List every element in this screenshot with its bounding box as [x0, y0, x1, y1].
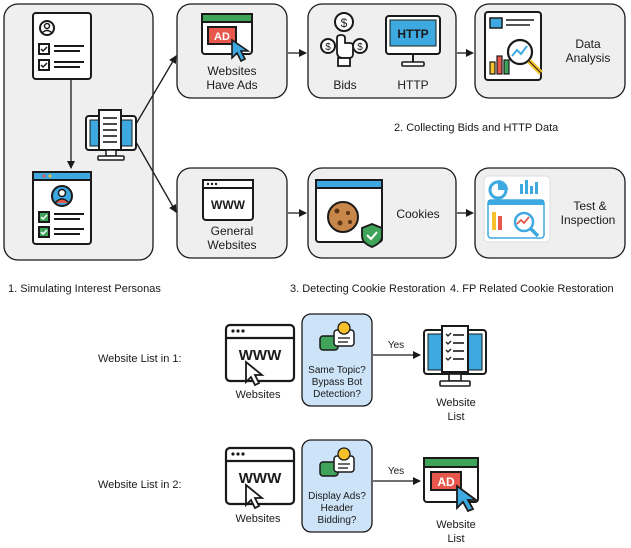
row2-ad-badge-text: AD — [437, 475, 455, 489]
general-websites-label-1: General — [211, 224, 254, 238]
http-badge-text: HTTP — [397, 27, 428, 41]
branch-arrow-up — [135, 55, 177, 125]
row1-website-list-monitor-icon — [423, 325, 487, 387]
row2-ad-browser-icon — [423, 457, 479, 513]
test-inspection-icon — [483, 175, 551, 243]
row1-question-line-1: Same Topic? — [308, 365, 366, 376]
data-analysis-label-2: Analysis — [566, 51, 611, 65]
ad-browser-icon — [201, 13, 253, 63]
step1-caption: 1. Simulating Interest Personas — [8, 283, 161, 295]
www-browser-icon — [202, 179, 254, 221]
row1-www-text: WWW — [239, 347, 282, 364]
bids-label: Bids — [333, 78, 356, 92]
websites-have-ads-label-2: Have Ads — [206, 78, 257, 92]
bids-icon: $ $ $ — [320, 12, 368, 67]
row2-yes-label: Yes — [388, 466, 404, 477]
profile-document-colored-icon — [32, 171, 92, 245]
row2-output-label-1: Website — [436, 519, 476, 531]
row1-question-line-2: Bypass Bot — [312, 377, 363, 388]
cookies-label: Cookies — [396, 207, 439, 221]
step3-caption: 3. Detecting Cookie Restoration — [290, 283, 445, 295]
ad-badge-text: AD — [214, 31, 230, 43]
row1-question-line-3: Detection? — [313, 389, 361, 400]
row1-yes-label: Yes — [388, 340, 404, 351]
step4-caption: 4. FP Related Cookie Restoration — [450, 283, 614, 295]
row2-idea-bubble-icon — [319, 447, 355, 477]
branch-arrow-down — [135, 141, 177, 213]
row2-question-line-3: Bidding? — [318, 515, 357, 526]
row2-question-line-2: Header — [321, 503, 354, 514]
monitor-checklist-icon — [85, 109, 137, 161]
row2-output-label-2: List — [447, 533, 464, 545]
row2-question-line-1: Display Ads? — [308, 491, 366, 502]
row2-label: Website List in 2: — [98, 479, 182, 491]
data-analysis-label-1: Data — [575, 37, 601, 51]
websites-have-ads-label-1: Websites — [207, 64, 256, 78]
row1-output-label-2: List — [447, 411, 464, 423]
svg-text:$: $ — [357, 42, 363, 53]
http-label: HTTP — [397, 78, 428, 92]
general-www-text: WWW — [211, 198, 246, 212]
svg-text:$: $ — [341, 16, 348, 30]
test-inspection-label-2: Inspection — [561, 213, 616, 227]
profile-document-icon — [32, 12, 92, 80]
row1-idea-bubble-icon — [319, 321, 355, 351]
cookie-browser-icon — [315, 179, 383, 248]
data-analysis-icon — [484, 11, 543, 81]
row1-output-label-1: Website — [436, 397, 476, 409]
svg-text:$: $ — [325, 42, 331, 53]
row2-websites-label: Websites — [235, 513, 281, 525]
general-websites-label-2: Websites — [207, 238, 256, 252]
row1-websites-label: Websites — [235, 389, 281, 401]
row1-label: Website List in 1: — [98, 353, 182, 365]
row2-www-browser-icon — [224, 446, 296, 510]
step2-caption: 2. Collecting Bids and HTTP Data — [394, 122, 559, 134]
row2-www-text: WWW — [239, 470, 282, 487]
test-inspection-label-1: Test & — [573, 199, 606, 213]
row1-www-browser-icon — [224, 323, 296, 387]
http-monitor-icon — [385, 15, 441, 67]
